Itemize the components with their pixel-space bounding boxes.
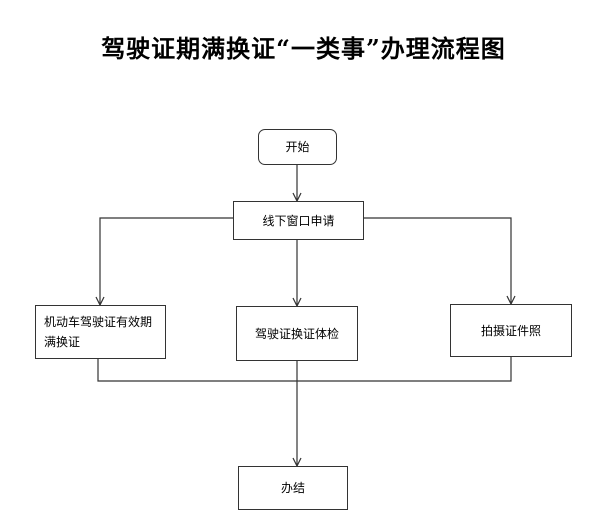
arrow-apply-to-photo xyxy=(364,217,511,304)
medical-label: 驾驶证换证体检 xyxy=(254,326,339,341)
arrow-apply-to-expiry xyxy=(100,217,233,305)
diagram-title: 驾驶证期满换证“一类事”办理流程图 xyxy=(101,34,506,63)
expiry-node: 机动车驾驶证有效期满换证 xyxy=(35,305,166,359)
medical-node: 驾驶证换证体检 xyxy=(236,306,358,361)
photo-label: 拍摄证件照 xyxy=(480,323,541,338)
start-label: 开始 xyxy=(285,140,310,154)
finish-label: 办结 xyxy=(280,481,305,495)
apply-label: 线下窗口申请 xyxy=(262,213,335,228)
finish-node: 办结 xyxy=(238,466,348,510)
photo-node: 拍摄证件照 xyxy=(450,304,572,357)
merge-line xyxy=(97,357,512,382)
start-node: 开始 xyxy=(258,129,337,165)
apply-node: 线下窗口申请 xyxy=(233,201,364,240)
expiry-label: 机动车驾驶证有效期满换证 xyxy=(44,315,153,349)
